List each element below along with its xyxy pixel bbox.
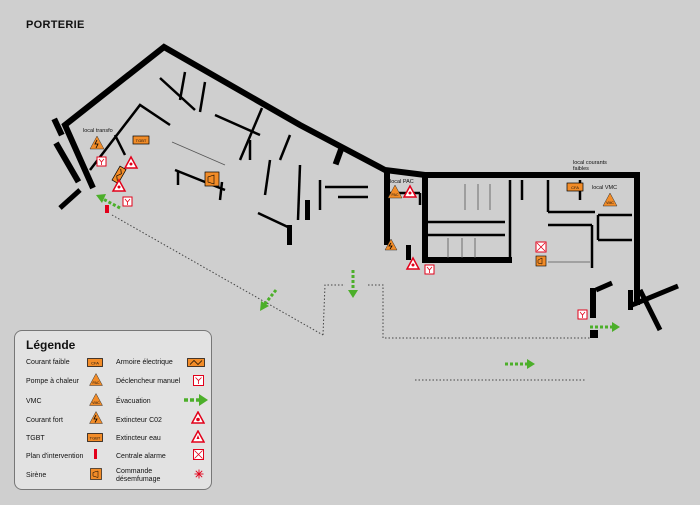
legend-label: Courant faible: [26, 359, 70, 366]
svg-text:PAC: PAC: [392, 193, 399, 197]
legend-label: Déclencheur manuel: [116, 378, 181, 385]
legend-panel: Légende Courant faible CFA Pompe à chale…: [14, 330, 212, 490]
exit-walls: [58, 188, 679, 332]
alarm-panel-icon: [193, 449, 204, 460]
stairs: [171, 141, 590, 263]
legend-label: VMC: [26, 398, 42, 405]
wall-blocks: [51, 117, 633, 338]
legend-label: Évacuation: [116, 398, 151, 405]
siren-icon: [204, 171, 220, 187]
svg-text:PAC: PAC: [93, 381, 100, 385]
cfa-box-icon: CFA: [87, 358, 103, 367]
pac-triangle-icon: PAC: [387, 184, 403, 199]
manual-trigger-icon: [193, 375, 204, 386]
svg-text:CFA: CFA: [571, 185, 579, 190]
manual-trigger-icon: [424, 264, 435, 275]
exterior-paths: [111, 214, 590, 381]
bolt-triangle-icon: [89, 411, 103, 424]
electrical-cabinet-icon: [187, 358, 205, 367]
legend-title: Légende: [26, 338, 76, 352]
manual-trigger-icon: [577, 309, 588, 320]
pac-triangle-icon: PAC: [89, 373, 103, 386]
vmc-triangle-icon: VMC: [602, 192, 618, 207]
legend-label: Extincteur C02: [116, 417, 162, 424]
manual-trigger-icon: [122, 196, 133, 207]
cfa-box-icon: CFA: [566, 182, 584, 192]
bolt-triangle-icon: [89, 135, 105, 150]
intervention-plan-icon: [94, 449, 97, 459]
legend-label: Sirène: [26, 472, 47, 479]
svg-text:TGBT: TGBT: [136, 138, 147, 143]
manual-trigger-icon: [96, 156, 107, 167]
electrical-cabinet-icon: [111, 165, 127, 184]
legend-label: Commande désemfumage: [116, 468, 161, 483]
vmc-triangle-icon: VMC: [89, 393, 103, 406]
co2-extinguisher-icon: [191, 411, 205, 424]
room-label-transfo: local transfo: [83, 128, 113, 134]
legend-label: TGBT: [26, 435, 45, 442]
extinguisher-icon: [123, 155, 139, 169]
legend-label: Extincteur eau: [116, 435, 161, 442]
smoke-control-asterisk-icon: [194, 469, 204, 479]
svg-text:TGBT: TGBT: [90, 436, 101, 441]
svg-text:VMC: VMC: [92, 401, 100, 405]
svg-text:VMC: VMC: [606, 201, 614, 205]
evacuation-arrows: [102, 197, 612, 366]
legend-label: Centrale alarme: [116, 453, 166, 460]
tgbt-box-icon: TGBT: [87, 433, 103, 442]
tgbt-box-icon: TGBT: [132, 135, 150, 145]
bolt-triangle-icon: [384, 238, 398, 251]
siren-icon: [90, 468, 102, 480]
evacuation-arrowheads: [96, 194, 620, 369]
room-label-vmc: local VMC: [592, 185, 617, 191]
interior-walls: [89, 71, 632, 268]
room-label-pac: local PAC: [390, 179, 414, 185]
siren-icon: [535, 255, 547, 267]
legend-label: Courant fort: [26, 417, 63, 424]
legend-label: Pompe à chaleur: [26, 378, 79, 385]
map-title: PORTERIE: [26, 19, 85, 31]
extinguisher-icon: [111, 178, 127, 192]
svg-text:CFA: CFA: [91, 361, 99, 366]
legend-label: Plan d'intervention: [26, 453, 84, 460]
intervention-plan-icon: [105, 205, 109, 213]
extinguisher-icon: [402, 184, 418, 198]
evacuation-arrow-icon: [184, 394, 208, 406]
legend-label: Armoire électrique: [116, 359, 173, 366]
extinguisher-icon: [405, 256, 421, 270]
water-extinguisher-icon: [191, 430, 205, 443]
outer-walls: [61, 43, 640, 305]
alarm-panel-icon: [535, 241, 547, 253]
